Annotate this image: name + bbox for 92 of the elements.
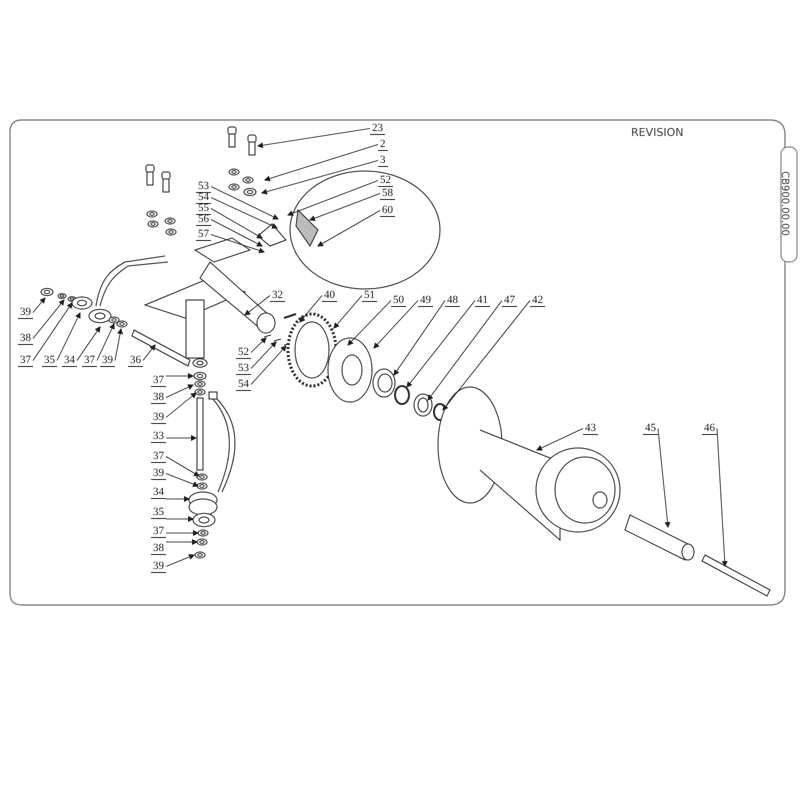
callout-number: 50 <box>391 294 406 307</box>
leader-line <box>250 337 267 353</box>
callout-number: 52 <box>236 346 251 359</box>
callout-number: 51 <box>362 289 377 302</box>
leader-line <box>210 234 265 254</box>
callout-number: 55 <box>196 202 211 215</box>
leader-line <box>96 323 115 361</box>
leader-line <box>299 295 322 323</box>
leader-line <box>76 326 101 361</box>
leader-line <box>166 384 194 398</box>
callout-number: 32 <box>270 289 285 302</box>
callout-number: 41 <box>475 294 490 307</box>
callout-number: 23 <box>370 122 385 135</box>
callout-number: 37 <box>151 525 166 538</box>
callout-number: 33 <box>151 430 166 443</box>
callout-number: 2 <box>378 138 388 151</box>
leader-line <box>56 312 81 361</box>
leader-line <box>166 473 199 487</box>
callout-number: 54 <box>196 191 211 204</box>
leader-line <box>244 295 270 316</box>
leader-line <box>261 160 378 195</box>
leader-line <box>210 219 263 246</box>
leader-line <box>317 210 380 246</box>
leader-line <box>250 345 287 385</box>
leader-line <box>264 144 378 182</box>
callout-number: 46 <box>702 422 717 435</box>
callout-number: 43 <box>583 422 598 435</box>
callout-number: 37 <box>18 354 33 367</box>
callout-number: 35 <box>42 354 57 367</box>
leader-line <box>716 428 728 567</box>
leader-line <box>210 208 263 238</box>
callout-number: 39 <box>151 560 166 573</box>
callout-number: 58 <box>380 187 395 200</box>
callout-number: 49 <box>418 294 433 307</box>
leader-line <box>166 530 199 536</box>
leader-line <box>166 539 198 545</box>
leader-line <box>333 295 362 329</box>
leader-line <box>32 302 73 361</box>
callout-number: 37 <box>151 450 166 463</box>
callout-number: 38 <box>18 332 33 345</box>
leader-line <box>32 297 46 313</box>
leader-line <box>166 496 190 502</box>
leader-line <box>442 300 530 411</box>
leader-line <box>166 435 197 441</box>
leader-line <box>427 300 502 401</box>
callout-number: 48 <box>445 294 460 307</box>
leader-line <box>406 300 476 388</box>
leader-line <box>309 193 380 222</box>
leader-line <box>393 300 446 376</box>
callout-number: 38 <box>151 542 166 555</box>
callout-number: 42 <box>530 294 545 307</box>
callout-number: 3 <box>378 154 388 167</box>
leader-line <box>166 373 194 379</box>
revision-label: REVISION <box>631 126 684 139</box>
leader-line <box>142 344 156 361</box>
leader-line <box>210 186 279 220</box>
drawing-number: CB900.00.00 <box>778 171 790 236</box>
callout-number: 38 <box>151 391 166 404</box>
callout-number: 39 <box>151 411 166 424</box>
leader-line <box>250 341 277 369</box>
callout-number: 34 <box>62 354 77 367</box>
callout-number: 53 <box>196 180 211 193</box>
callout-number: 47 <box>502 294 517 307</box>
leader-line <box>373 300 418 349</box>
callout-number: 39 <box>18 306 33 319</box>
callout-number: 35 <box>151 506 166 519</box>
callout-number: 39 <box>100 354 115 367</box>
callout-number: 40 <box>322 289 337 302</box>
leader-line <box>166 516 194 522</box>
leader-line <box>114 328 123 361</box>
callout-number: 57 <box>196 228 211 241</box>
leader-line <box>166 554 195 567</box>
leader-line <box>166 392 197 418</box>
callout-number: 60 <box>380 204 395 217</box>
callout-number: 34 <box>151 486 166 499</box>
callout-number: 52 <box>378 174 393 187</box>
leader-line <box>32 299 65 339</box>
callout-number: 56 <box>196 213 211 226</box>
callout-number: 53 <box>236 362 251 375</box>
callout-number: 39 <box>151 467 166 480</box>
callout-number: 45 <box>643 422 658 435</box>
callout-number: 37 <box>151 374 166 387</box>
callout-number: 36 <box>128 354 143 367</box>
leader-line <box>658 428 670 528</box>
leader-line <box>166 456 200 476</box>
callout-number: 37 <box>82 354 97 367</box>
leader-line <box>347 300 392 346</box>
leader-line <box>210 197 278 229</box>
callout-number: 54 <box>236 378 251 391</box>
leader-line <box>287 180 378 216</box>
leader-line <box>257 128 370 148</box>
leader-line <box>536 428 584 451</box>
